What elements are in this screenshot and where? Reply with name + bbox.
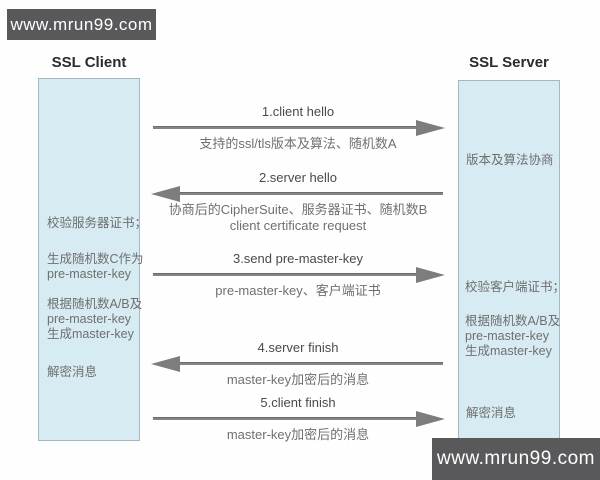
message-title: 5.client finish [260, 395, 336, 410]
arrow-line [178, 362, 443, 365]
note-line: 生成master-key [47, 327, 134, 341]
message-detail: pre-master-key、客户端证书 [215, 283, 381, 298]
arrow-left-icon [151, 186, 443, 202]
arrow-head [416, 267, 445, 283]
message-client-finish: 5.client finish master-key加密后的消息 [153, 394, 445, 443]
note-line: 校验服务器证书； [47, 216, 148, 230]
client-note-generate-random-c: 生成随机数C作为 pre-master-key [47, 252, 144, 282]
message-client-hello: 1.client hello 支持的ssl/tls版本及算法、随机数A [153, 103, 445, 152]
client-note-generate-master-key: 根据随机数A/B及 pre-master-key 生成master-key [47, 297, 142, 342]
server-note-version-negotiation: 版本及算法协商 [466, 153, 554, 168]
message-detail: master-key加密后的消息 [226, 372, 370, 387]
client-note-decrypt-message: 解密消息 [47, 365, 97, 380]
arrow-line [153, 273, 418, 276]
message-title: 4.server finish [257, 340, 339, 355]
client-lifeline [38, 78, 140, 441]
arrow-head [151, 356, 180, 372]
arrow-right-icon [153, 267, 445, 283]
message-send-pre-master-key: 3.send pre-master-key pre-master-key、客户端… [153, 250, 445, 299]
arrow-line [178, 192, 443, 195]
watermark-top: www.mrun99.com [7, 9, 156, 40]
arrow-right-icon [153, 411, 445, 427]
arrow-line [153, 126, 418, 129]
server-title: SSL Server [469, 54, 549, 71]
arrow-head [416, 411, 445, 427]
note-line: 生成随机数C作为 [47, 252, 144, 266]
arrow-head [151, 186, 180, 202]
message-title: 2.server hello [258, 170, 338, 185]
note-line: 解密消息 [466, 406, 517, 420]
server-note-generate-master-key: 根据随机数A/B及 pre-master-key 生成master-key [465, 314, 560, 359]
client-note-verify-server-cert: 校验服务器证书； [47, 216, 147, 231]
note-line: 解密消息 [47, 365, 98, 379]
note-line: 根据随机数A/B及 [47, 297, 143, 311]
note-line: pre-master-key [47, 312, 132, 326]
server-note-decrypt-message: 解密消息 [466, 406, 516, 421]
arrow-right-icon [153, 120, 445, 136]
arrow-head [416, 120, 445, 136]
server-lifeline [458, 80, 560, 440]
note-line: pre-master-key [465, 329, 550, 343]
arrow-line [153, 417, 418, 420]
message-detail: 支持的ssl/tls版本及算法、随机数A [199, 136, 397, 151]
note-line: 根据随机数A/B及 [465, 314, 561, 328]
message-detail: master-key加密后的消息 [226, 427, 370, 442]
note-line: 校验客户端证书； [465, 280, 566, 294]
message-detail: client certificate request [229, 218, 367, 233]
message-title: 1.client hello [261, 104, 335, 119]
server-note-verify-client-cert: 校验客户端证书； [465, 280, 565, 295]
message-server-hello: 2.server hello 协商后的CipherSuite、服务器证书、随机数… [151, 169, 443, 234]
message-server-finish: 4.server finish master-key加密后的消息 [151, 339, 443, 388]
arrow-left-icon [151, 356, 443, 372]
message-title: 3.send pre-master-key [232, 251, 364, 266]
note-line: 生成master-key [465, 344, 552, 358]
message-detail: 协商后的CipherSuite、服务器证书、随机数B [168, 202, 428, 217]
watermark-bottom: www.mrun99.com [432, 438, 600, 480]
note-line: pre-master-key [47, 267, 132, 281]
note-line: 版本及算法协商 [466, 153, 554, 167]
client-title: SSL Client [51, 54, 127, 71]
